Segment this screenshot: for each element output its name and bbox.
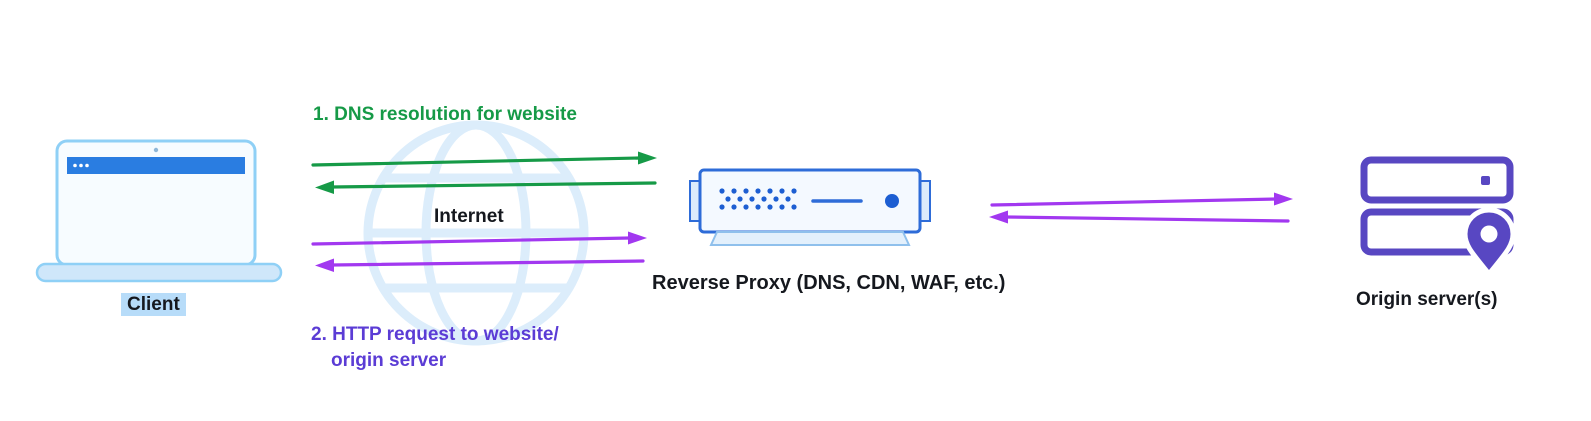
- reverse-proxy-icon: [689, 168, 931, 246]
- arrow-http-response: [315, 258, 645, 272]
- arrow-http-request: [311, 231, 647, 246]
- reverse-proxy-label: Reverse Proxy (DNS, CDN, WAF, etc.): [652, 272, 1006, 294]
- http-step-line1: 2. HTTP request to website/: [311, 324, 559, 345]
- origin-server-label: Origin server(s): [1356, 289, 1498, 310]
- client-label: Client: [121, 293, 186, 316]
- laptop-icon: [35, 139, 283, 283]
- proxy-dot-grid: [719, 188, 797, 210]
- arrow-dns-response: [315, 180, 657, 194]
- arrow-dns-request: [311, 151, 657, 167]
- globe-icon: [363, 120, 589, 346]
- client-label-text: Client: [121, 293, 186, 316]
- dns-step-label: 1. DNS resolution for website: [313, 104, 577, 125]
- arrow-proxy-to-origin: [990, 192, 1293, 207]
- http-step-line2: origin server: [331, 350, 447, 371]
- internet-label: Internet: [434, 206, 504, 227]
- arrow-origin-to-proxy: [989, 210, 1290, 224]
- http-step-label: 2. HTTP request to website/ origin serve…: [311, 322, 559, 374]
- origin-server-icon: [1360, 156, 1516, 279]
